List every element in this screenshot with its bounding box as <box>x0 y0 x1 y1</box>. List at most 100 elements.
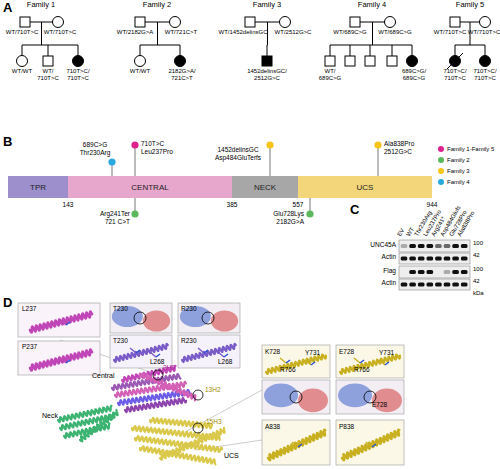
mw-marker: 100 <box>473 266 483 273</box>
protein-band <box>461 244 468 248</box>
legend-row: Family 3 <box>438 168 470 174</box>
female-symbol <box>73 56 84 67</box>
residue-number: 557 <box>293 201 304 208</box>
protein-band <box>427 257 434 261</box>
inset-frame <box>262 345 330 378</box>
site-circle <box>193 390 203 400</box>
genotype-label: 2182G>A/ 721C>T <box>168 68 195 81</box>
residue-label: A838 <box>265 423 280 430</box>
side-chain <box>305 360 311 365</box>
residue-label: Y731 <box>379 349 394 356</box>
male-symbol <box>43 56 53 66</box>
residue-number: 143 <box>63 201 74 208</box>
site-circle <box>202 312 214 324</box>
child-line <box>330 45 331 56</box>
residue-label: T230 <box>113 305 128 312</box>
helix-ribbon <box>160 428 224 460</box>
mw-marker: 42 <box>473 252 480 259</box>
side-chain <box>372 444 376 447</box>
genotype-label: WT/689C>G <box>378 29 412 36</box>
legend-swatch <box>438 146 444 152</box>
child-line <box>392 45 393 56</box>
variant-marker <box>374 141 381 148</box>
female-symbol <box>385 17 396 28</box>
genotype-label: 710T>C/ 710T>C <box>443 68 466 81</box>
descent-line <box>157 22 158 45</box>
helix-label: 3H3 <box>163 364 175 371</box>
protein-band <box>444 283 451 287</box>
side-chain <box>385 362 389 365</box>
protein-band <box>409 244 416 248</box>
protein-band <box>427 283 434 287</box>
female-symbol <box>280 17 291 28</box>
protein-band <box>427 244 434 248</box>
side-chain <box>286 360 290 363</box>
side-chain <box>66 322 70 325</box>
legend-row: Family 4 <box>438 179 470 185</box>
female-symbol <box>17 56 28 67</box>
variant-marker <box>108 158 115 165</box>
domain-name: NECK <box>254 183 276 192</box>
mutation-label: Ala838Pro <box>384 140 414 147</box>
mw-marker: 42 <box>473 278 480 285</box>
inset-frame <box>178 335 240 368</box>
side-chain <box>66 360 70 363</box>
genotype-label: WT/WT <box>130 68 150 75</box>
protein-band <box>444 244 451 248</box>
family-label: Family 2 <box>143 1 171 9</box>
legend-text: Family 4 <box>447 179 470 185</box>
protein-band <box>452 283 459 287</box>
descent-line <box>41 22 42 45</box>
legend-swatch <box>438 168 444 174</box>
positive-patch <box>264 383 298 407</box>
variant-stem <box>378 145 379 176</box>
mutation-label: Leu237Pro <box>141 148 173 155</box>
mw-unit: kDa <box>473 290 484 297</box>
blot-strip <box>399 240 470 252</box>
child-line <box>350 45 351 56</box>
pedigree-group <box>17 17 491 70</box>
residue-label: L237 <box>22 305 36 312</box>
child-line <box>140 45 141 56</box>
side-chain <box>354 358 360 363</box>
side-chain <box>360 360 364 363</box>
male-symbol <box>20 17 30 27</box>
male-symbol <box>262 56 272 66</box>
inset-frame <box>18 303 100 337</box>
domain-box: CENTRAL <box>68 176 232 198</box>
genotype-label: WT/710T>C <box>434 29 467 36</box>
male-symbol <box>245 17 255 27</box>
lane-label: EV <box>396 228 406 238</box>
protein-band <box>452 257 459 261</box>
domain-box: NECK <box>232 176 298 198</box>
negative-patch <box>372 389 402 413</box>
female-symbol <box>480 17 491 28</box>
variant-marker <box>306 210 313 217</box>
genotype-label: WT/710T>C <box>6 29 39 36</box>
child-line <box>455 45 456 56</box>
residue-label: R230 <box>181 337 197 344</box>
protein-band <box>435 283 442 287</box>
inset-frame <box>336 345 404 378</box>
helix-ribbon <box>125 398 186 412</box>
mutation-label: 1452delinsGC <box>217 146 258 153</box>
variant-stem <box>270 145 271 176</box>
protein-band <box>452 244 459 248</box>
residue-label: R230 <box>181 305 197 312</box>
genotype-label: 689C>G/ 689C>G <box>402 68 426 81</box>
female-symbol <box>170 17 181 28</box>
negative-patch <box>143 311 170 332</box>
site-circle <box>153 370 163 380</box>
legend-swatch <box>438 179 444 185</box>
mutation-label: 2512G>C <box>384 148 412 155</box>
mutation-label: Arg241Ter <box>100 210 130 217</box>
genotype-label: WT/689C>G <box>333 29 367 36</box>
protein-band <box>418 257 425 261</box>
child-line <box>267 45 268 56</box>
male-symbol <box>350 17 360 27</box>
protein-band <box>401 283 408 287</box>
sibship-line <box>22 45 78 46</box>
side-chain <box>150 352 156 357</box>
sibship-line <box>330 45 412 46</box>
female-symbol <box>407 56 418 67</box>
